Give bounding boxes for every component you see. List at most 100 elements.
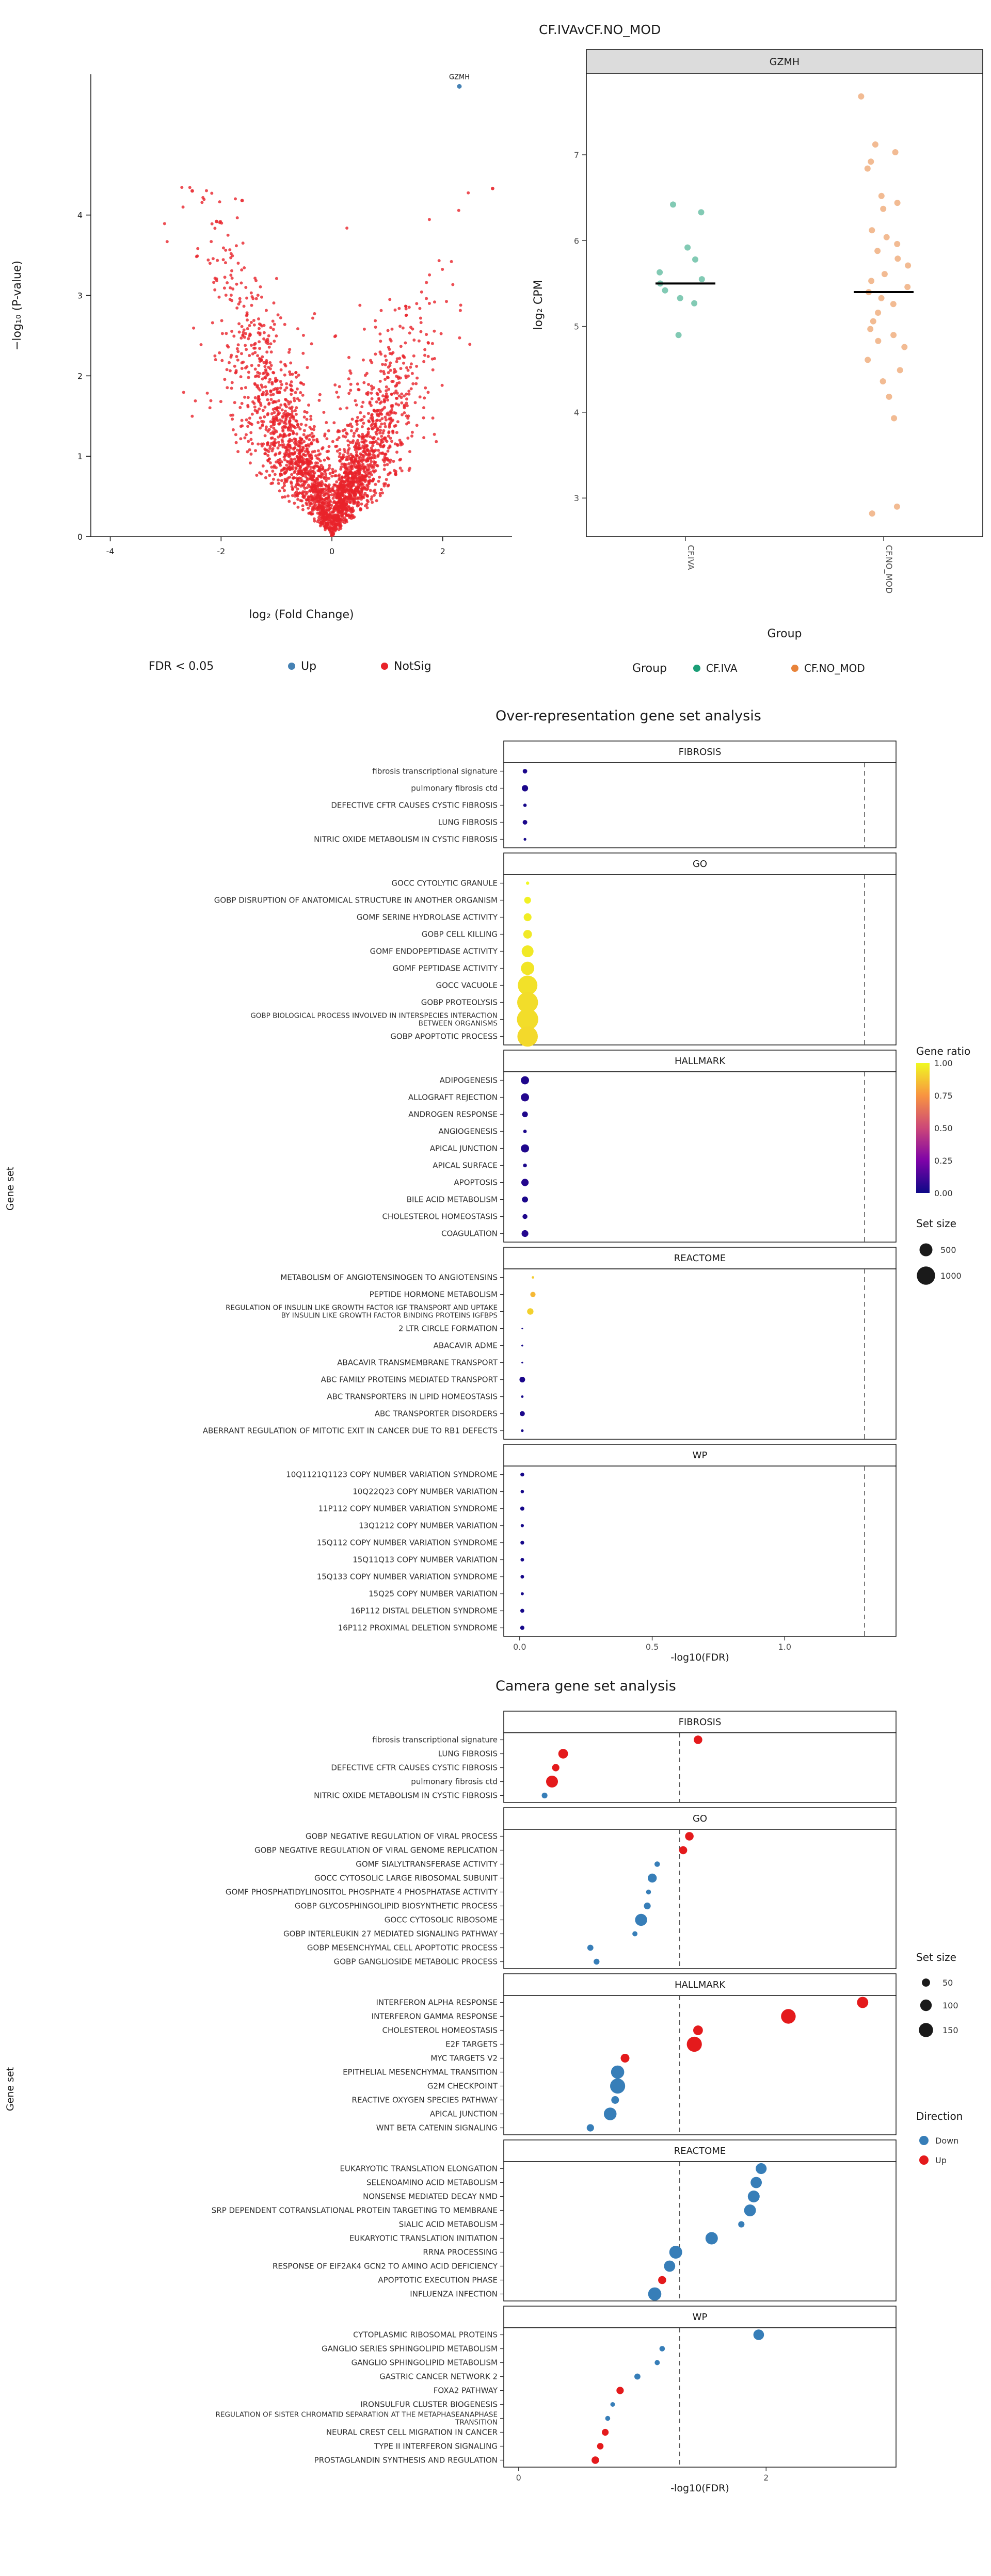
- volcano-point: [306, 366, 309, 369]
- volcano-point: [427, 218, 431, 221]
- volcano-point: [261, 355, 264, 359]
- volcano-point: [359, 507, 363, 511]
- y-tick-label: 6: [574, 236, 579, 246]
- volcano-point: [305, 458, 308, 461]
- volcano-point: [382, 372, 386, 376]
- volcano-point: [293, 462, 297, 465]
- group-point-layer: [858, 93, 912, 517]
- gene-set-dot: [520, 1575, 524, 1579]
- volcano-point: [415, 302, 419, 305]
- gene-set-dot: [552, 1764, 560, 1772]
- gene-set-label: APICAL SURFACE: [433, 1161, 498, 1170]
- volcano-point: [404, 314, 408, 317]
- volcano-point: [376, 428, 380, 431]
- gene-set-dot: [527, 1308, 534, 1315]
- volcano-point: [377, 479, 380, 483]
- volcano-point: [369, 462, 372, 466]
- gene-set-label: ADIPOGENESIS: [440, 1076, 498, 1085]
- gene-set-label: ABERRANT REGULATION OF MITOTIC EXIT IN C…: [203, 1426, 498, 1436]
- volcano-point: [271, 393, 275, 396]
- volcano-point: [405, 414, 408, 418]
- y-tick-label: 0: [77, 532, 83, 542]
- volcano-point: [382, 429, 386, 432]
- volcano-point: [224, 294, 228, 297]
- volcano-point: [292, 396, 296, 400]
- volcano-point: [321, 489, 325, 492]
- volcano-point: [326, 522, 330, 525]
- sample-point: [869, 510, 875, 517]
- volcano-point: [351, 455, 355, 458]
- gene-set-label: 16P112 DISTAL DELETION SYNDROME: [350, 1606, 498, 1616]
- volcano-point: [366, 427, 370, 431]
- volcano-point: [304, 475, 308, 478]
- volcano-point: [278, 390, 281, 394]
- volcano-point: [272, 440, 276, 444]
- volcano-point: [233, 401, 236, 405]
- gene-set-dot: [518, 975, 538, 995]
- volcano-point: [380, 412, 383, 416]
- volcano-point: [220, 332, 224, 335]
- volcano-point: [233, 364, 236, 368]
- volcano-point: [320, 511, 324, 514]
- volcano-point: [295, 406, 298, 410]
- volcano-point: [403, 356, 406, 359]
- volcano-point: [280, 443, 284, 447]
- gene-set-label: CHOLESTEROL HOMEOSTASIS: [382, 2026, 498, 2035]
- volcano-point: [398, 466, 402, 470]
- volcano-point: [409, 365, 412, 369]
- volcano-point: [266, 443, 269, 447]
- y-tick-label: 4: [77, 211, 83, 220]
- volcano-point: [311, 470, 315, 473]
- volcano-point: [386, 463, 389, 466]
- volcano-point: [288, 432, 292, 436]
- volcano-point: [379, 309, 383, 312]
- gene-set-dot: [521, 1076, 529, 1085]
- volcano-point: [406, 368, 410, 372]
- gene-set-label: CYTOPLASMIC RIBOSOMAL PROTEINS: [353, 2330, 498, 2340]
- volcano-point: [354, 459, 357, 462]
- legend-dot: [693, 665, 700, 672]
- volcano-point: [241, 334, 245, 337]
- volcano-point: [263, 405, 267, 409]
- volcano-point: [388, 298, 392, 301]
- volcano-point: [331, 440, 334, 443]
- volcano-point: [320, 515, 324, 519]
- gene-set-dot: [541, 1792, 548, 1799]
- volcano-point: [254, 297, 258, 300]
- gene-set-label: ANDROGEN RESPONSE: [408, 1110, 498, 1119]
- volcano-point: [425, 281, 428, 284]
- volcano-point: [256, 354, 260, 358]
- volcano-point: [327, 449, 330, 453]
- volcano-point: [335, 438, 339, 442]
- volcano-point: [346, 479, 350, 482]
- volcano-point: [331, 468, 334, 471]
- volcano-point: [267, 450, 270, 453]
- volcano-point: [292, 431, 295, 434]
- volcano-point: [394, 411, 397, 415]
- volcano-point: [270, 382, 274, 386]
- gene-set-dot: [521, 945, 534, 957]
- volcano-point: [230, 387, 233, 390]
- volcano-point: [340, 462, 344, 466]
- size-legend-dot: [922, 1978, 930, 1987]
- volcano-point: [236, 343, 240, 347]
- volcano-point: [369, 489, 372, 492]
- group-point-layer: [657, 201, 705, 339]
- volcano-point: [324, 469, 327, 472]
- volcano-point: [237, 302, 241, 306]
- volcano-point: [415, 364, 419, 368]
- volcano-point: [394, 402, 398, 406]
- volcano-point: [246, 318, 249, 322]
- volcano-point: [356, 447, 360, 451]
- volcano-point: [196, 254, 199, 258]
- volcano-point: [387, 434, 390, 438]
- volcano-point: [357, 388, 360, 391]
- volcano-point: [289, 361, 293, 365]
- volcano-point: [237, 330, 241, 334]
- volcano-point: [290, 412, 294, 416]
- gene-set-dot: [532, 1276, 534, 1279]
- volcano-point: [245, 348, 248, 351]
- gene-set-label: PEPTIDE HORMONE METABOLISM: [370, 1290, 498, 1299]
- volcano-point: [294, 438, 297, 441]
- volcano-point: [257, 421, 260, 424]
